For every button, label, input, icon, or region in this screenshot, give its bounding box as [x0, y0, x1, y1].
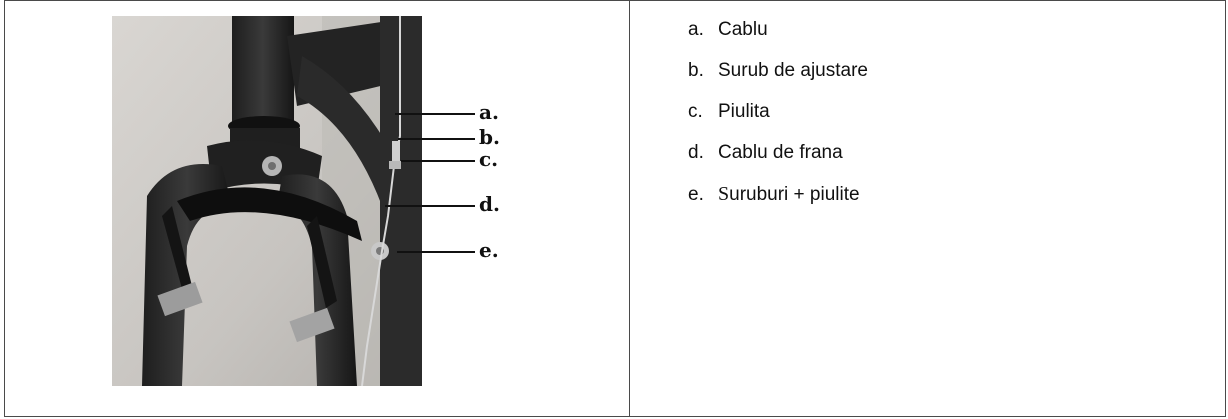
parts-legend: a. Cablu b. Surub de ajustare c. Piulita…	[688, 19, 868, 224]
legend-text: Suruburi + piulite	[718, 183, 860, 206]
legend-text-initial: S	[718, 183, 730, 205]
legend-item-e: e. Suruburi + piulite	[688, 183, 868, 224]
callout-line-d	[385, 205, 475, 207]
legend-text: Cablu	[718, 19, 768, 40]
legend-item-b: b. Surub de ajustare	[688, 60, 868, 101]
legend-letter: b.	[688, 60, 704, 81]
callout-line-b	[398, 138, 475, 140]
photo-callouts: a. b. c. d. e.	[5, 1, 625, 418]
legend-item-d: d. Cablu de frana	[688, 142, 868, 183]
legend-letter: a.	[688, 19, 704, 40]
legend-text: Cablu de frana	[718, 142, 843, 163]
legend-text: Surub de ajustare	[718, 60, 868, 81]
brake-assembly-photo	[112, 16, 422, 386]
legend-cell: a. Cablu b. Surub de ajustare c. Piulita…	[630, 1, 1225, 416]
document-table: a. b. c. d. e. a. Cablu b. Surub de ajus…	[4, 0, 1226, 417]
callout-line-c	[401, 160, 475, 162]
photo-cell: a. b. c. d. e.	[5, 1, 625, 416]
callout-label-d: d.	[479, 192, 500, 216]
legend-letter: d.	[688, 142, 704, 163]
legend-letter: e.	[688, 184, 704, 205]
callout-line-e	[397, 251, 475, 253]
callout-label-a: a.	[479, 100, 499, 124]
callout-label-b: b.	[479, 125, 500, 149]
legend-letter: c.	[688, 101, 703, 122]
column-divider	[629, 1, 630, 416]
legend-text-rest: uruburi + piulite	[729, 184, 860, 205]
callout-label-e: e.	[479, 238, 499, 262]
legend-item-c: c. Piulita	[688, 101, 868, 142]
callout-line-a	[395, 113, 475, 115]
legend-text: Piulita	[718, 101, 770, 122]
legend-item-a: a. Cablu	[688, 19, 868, 60]
callout-label-c: c.	[479, 147, 499, 171]
